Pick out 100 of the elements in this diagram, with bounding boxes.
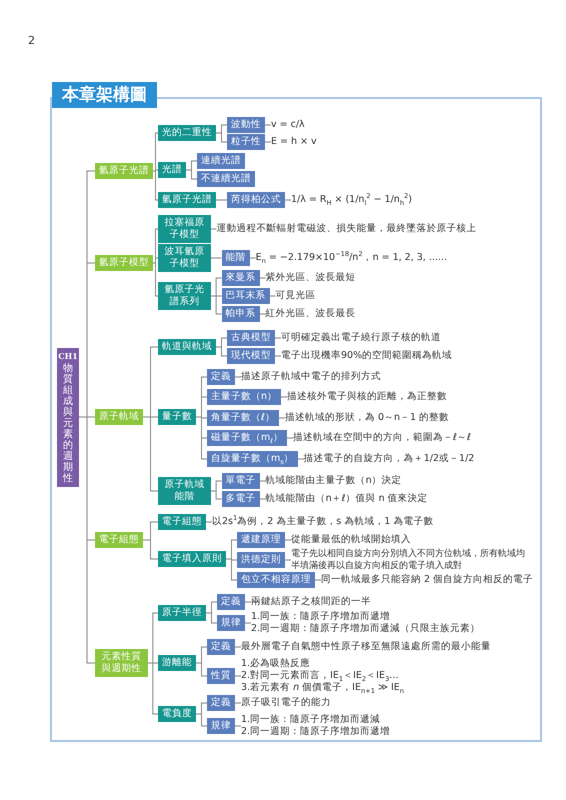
description-text: 最外層電子自氣態中性原子移至無限遠處所需的最小能量: [241, 641, 491, 653]
subtopic-box: 軌道與軌域: [158, 339, 216, 355]
rule-text: 1.同一族：隨原子序增加而遞增: [251, 611, 392, 623]
topic-box: 電子組態: [95, 532, 143, 548]
connector-line: [196, 714, 208, 726]
page-number: 2: [28, 34, 35, 47]
subtopic-box: 光譜: [158, 162, 186, 178]
subtopic-box: 拉塞福原子模型: [158, 215, 211, 243]
rule-text: 2.對同一元素而言，IE$_{1}$＜IE$_{2}$＜IE$_{3}$…: [241, 670, 400, 682]
chapter-number: CH1: [57, 350, 79, 360]
connector-line: [234, 376, 242, 378]
description-text: E = h × v: [271, 136, 317, 148]
connector-line: [152, 262, 158, 296]
connector-line: [259, 498, 266, 500]
concept-box: 遞建原理: [237, 532, 285, 548]
description-text: 描述核外電子與核的距離，為正整數: [287, 391, 448, 403]
concept-box: 定義: [217, 594, 245, 610]
connector-line: [210, 228, 218, 230]
concept-box: 單電子: [222, 473, 260, 489]
concept-box: 粒子性: [227, 134, 265, 150]
description-text: E$_{n}$ = −2.179×10$^{−18}$/n$^{2}$，n = 1, 2, 3, ......: [256, 252, 447, 264]
connector-line: [147, 662, 158, 714]
concept-box: 能階: [222, 250, 250, 266]
connector-line: [196, 662, 208, 676]
description-text: 兩鍵結原子之核間距的一半: [251, 596, 371, 608]
connector-line: [216, 132, 228, 142]
concept-box: 帕申系: [222, 306, 260, 322]
connector-line: [78, 416, 96, 664]
connector-line: [216, 346, 228, 356]
concept-box: 波動性: [227, 117, 265, 133]
concept-box: 芮得柏公式: [227, 192, 285, 208]
connector-line: [259, 480, 266, 482]
concept-box: 規律: [217, 615, 245, 631]
concept-box: 巴耳末系: [222, 288, 270, 304]
connector-line: [152, 170, 158, 200]
concept-box: 自旋量子數（m$_{s}$）: [207, 451, 298, 467]
description-text: 運動過程不斷輻射電磁波、損失能量，最終墜落於原子核上: [216, 223, 477, 235]
concept-box: 包立不相容原理: [237, 572, 315, 588]
subtopic-box: 氫原子光譜系列: [158, 282, 211, 310]
concept-box: 多電子: [222, 491, 260, 507]
concept-box: 性質: [207, 668, 235, 684]
connector-line: [210, 296, 222, 314]
concept-box: 規律: [207, 718, 235, 734]
description-text: 1/λ = R$_{H}$ × (1/n$_{l}$$^{2}$ − 1/n$_{h}$$^{2}$): [291, 194, 412, 206]
concept-box: 現代模型: [227, 348, 275, 364]
description-text: 描述軌域在空間中的方向，範圍為－ℓ～ℓ: [293, 432, 471, 444]
description-text: 電子出現機率90%的空間範圍稱為軌域: [281, 350, 452, 362]
connector-line: [264, 124, 272, 126]
section-title: 本章架構圖: [52, 82, 157, 108]
concept-box: 角量子數（ℓ）: [207, 410, 279, 426]
rule-text: 1.必為吸熱反應: [241, 658, 312, 670]
description-text: 描述電子的自旋方向，為＋1/2或－1/2: [304, 453, 474, 465]
description-text: 從能量最低的軌域開始填入: [291, 534, 411, 546]
chapter-title: 物質組成與元素的週期性: [63, 362, 73, 484]
concept-box: 磁量子數（m$_{ℓ}$）: [207, 430, 288, 446]
concept-box: 定義: [207, 695, 235, 711]
concept-box: 定義: [207, 639, 235, 655]
connector-line: [206, 612, 218, 624]
description-text: 同一軌域最多只能容納 2 個自旋方向相反的電子: [321, 574, 534, 586]
subtopic-box: 電負度: [158, 706, 196, 722]
subtopic-box: 量子數: [158, 409, 196, 425]
subtopic-box: 原子軌域能階: [158, 477, 211, 505]
connector-line: [142, 540, 158, 560]
connector-line: [234, 702, 242, 704]
description-text: 軌域能階由（n＋ℓ）值與 n 值來決定: [266, 493, 428, 505]
description-text: 軌域能階由主量子數（n）決定: [266, 475, 402, 487]
subtopic-box: 電子填入原則: [158, 551, 226, 567]
subtopic-box: 波耳氫原子模型: [158, 244, 211, 272]
description-text: v = c/λ: [271, 119, 305, 131]
rule-text: 1.同一族：隨原子序增加而遞減: [241, 714, 382, 726]
topic-box: 氫原子模型: [95, 255, 153, 271]
description-text: 描述軌域的形狀，為 0～n－1 的整數: [284, 412, 450, 424]
description-text: 描述原子軌域中電子的排列方式: [241, 371, 381, 383]
description-text: 電子先以相同自旋方向分別填入不同方位軌域，所有軌域均半填滿後再以自旋方向相反的電子填入成對: [291, 548, 527, 572]
description-text: 紅外光區、波長最長: [266, 308, 356, 320]
concept-box: 連續光譜: [197, 153, 245, 169]
connector-line: [244, 622, 252, 624]
connector-line: [280, 396, 288, 398]
connector-line: [186, 170, 198, 180]
subtopic-box: 電子組態: [158, 514, 206, 530]
description-text: 可明確定義出電子繞行原子核的軌道: [281, 332, 441, 344]
connector-line: [297, 458, 304, 460]
connector-line: [152, 258, 158, 264]
description-text: 可見光區: [276, 290, 316, 302]
concept-box: 不連續光譜: [197, 171, 255, 187]
rule-text: 3.若元素有 n 個價電子，IE$_{n+1}$ ≫ IE$_{n}$: [241, 682, 404, 694]
chapter-box: [57, 348, 79, 486]
concept-box: 主量子數（n）: [207, 389, 282, 405]
concept-box: 洪德定則: [237, 552, 285, 568]
subtopic-box: 氫原子光譜: [158, 192, 216, 208]
description-text: 紫外光區、波長最短: [266, 272, 356, 284]
topic-box: 氫原子光譜: [95, 163, 153, 179]
subtopic-box: 原子半徑: [158, 605, 206, 621]
subtopic-box: 光的二重性: [158, 125, 216, 141]
concept-box: 古典模型: [227, 330, 275, 346]
topic-box: 元素性質與週期性: [95, 649, 148, 677]
connector-line: [234, 646, 242, 648]
concept-box: 來曼系: [222, 270, 260, 286]
concept-box: 定義: [207, 369, 235, 385]
subtopic-box: 游離能: [158, 655, 196, 671]
